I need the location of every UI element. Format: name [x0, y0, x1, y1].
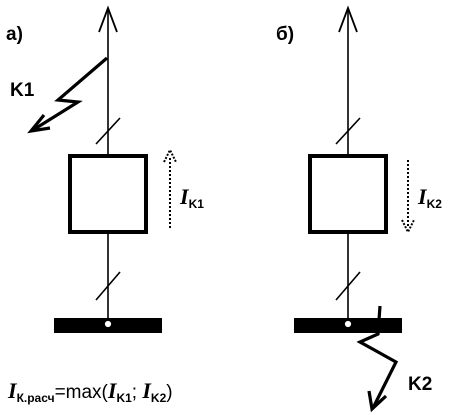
panel-b-tick-lower — [335, 271, 361, 301]
formula: IК.расч=max(IK1; IK2) — [7, 378, 173, 405]
panel-a: а) K1 IK1 — [6, 5, 204, 333]
panel-b-current-label: IK2 — [417, 184, 442, 211]
panel-a-node — [103, 319, 113, 329]
panel-b: б) IK2 K2 — [276, 5, 442, 413]
panel-a-fault-lightning-icon — [32, 56, 109, 132]
panel-b-arrow-up-icon — [338, 5, 358, 33]
panel-a-current-label: IK1 — [179, 184, 204, 211]
panel-b-breaker-box — [308, 154, 388, 234]
panel-b-letter: б) — [276, 24, 294, 45]
panel-a-fault-label: K1 — [10, 80, 35, 101]
panel-b-current-arrowhead-icon — [401, 219, 415, 235]
panel-b-fault-arrow-icon — [367, 390, 388, 413]
panel-b-fault-label: K2 — [408, 374, 432, 395]
panel-b-tick-upper — [335, 117, 361, 145]
panel-a-arrow-up-icon — [98, 5, 118, 33]
panel-a-fault-arrow-icon — [27, 113, 51, 134]
panel-a-tick-upper — [95, 117, 121, 145]
panel-a-letter: а) — [6, 24, 23, 45]
panel-b-fault-lightning-icon — [356, 305, 399, 407]
panel-a-breaker-box — [68, 154, 148, 234]
panel-a-tick-lower — [95, 271, 121, 301]
panel-a-current-arrowhead-icon — [163, 147, 177, 163]
panel-b-node — [343, 319, 353, 329]
